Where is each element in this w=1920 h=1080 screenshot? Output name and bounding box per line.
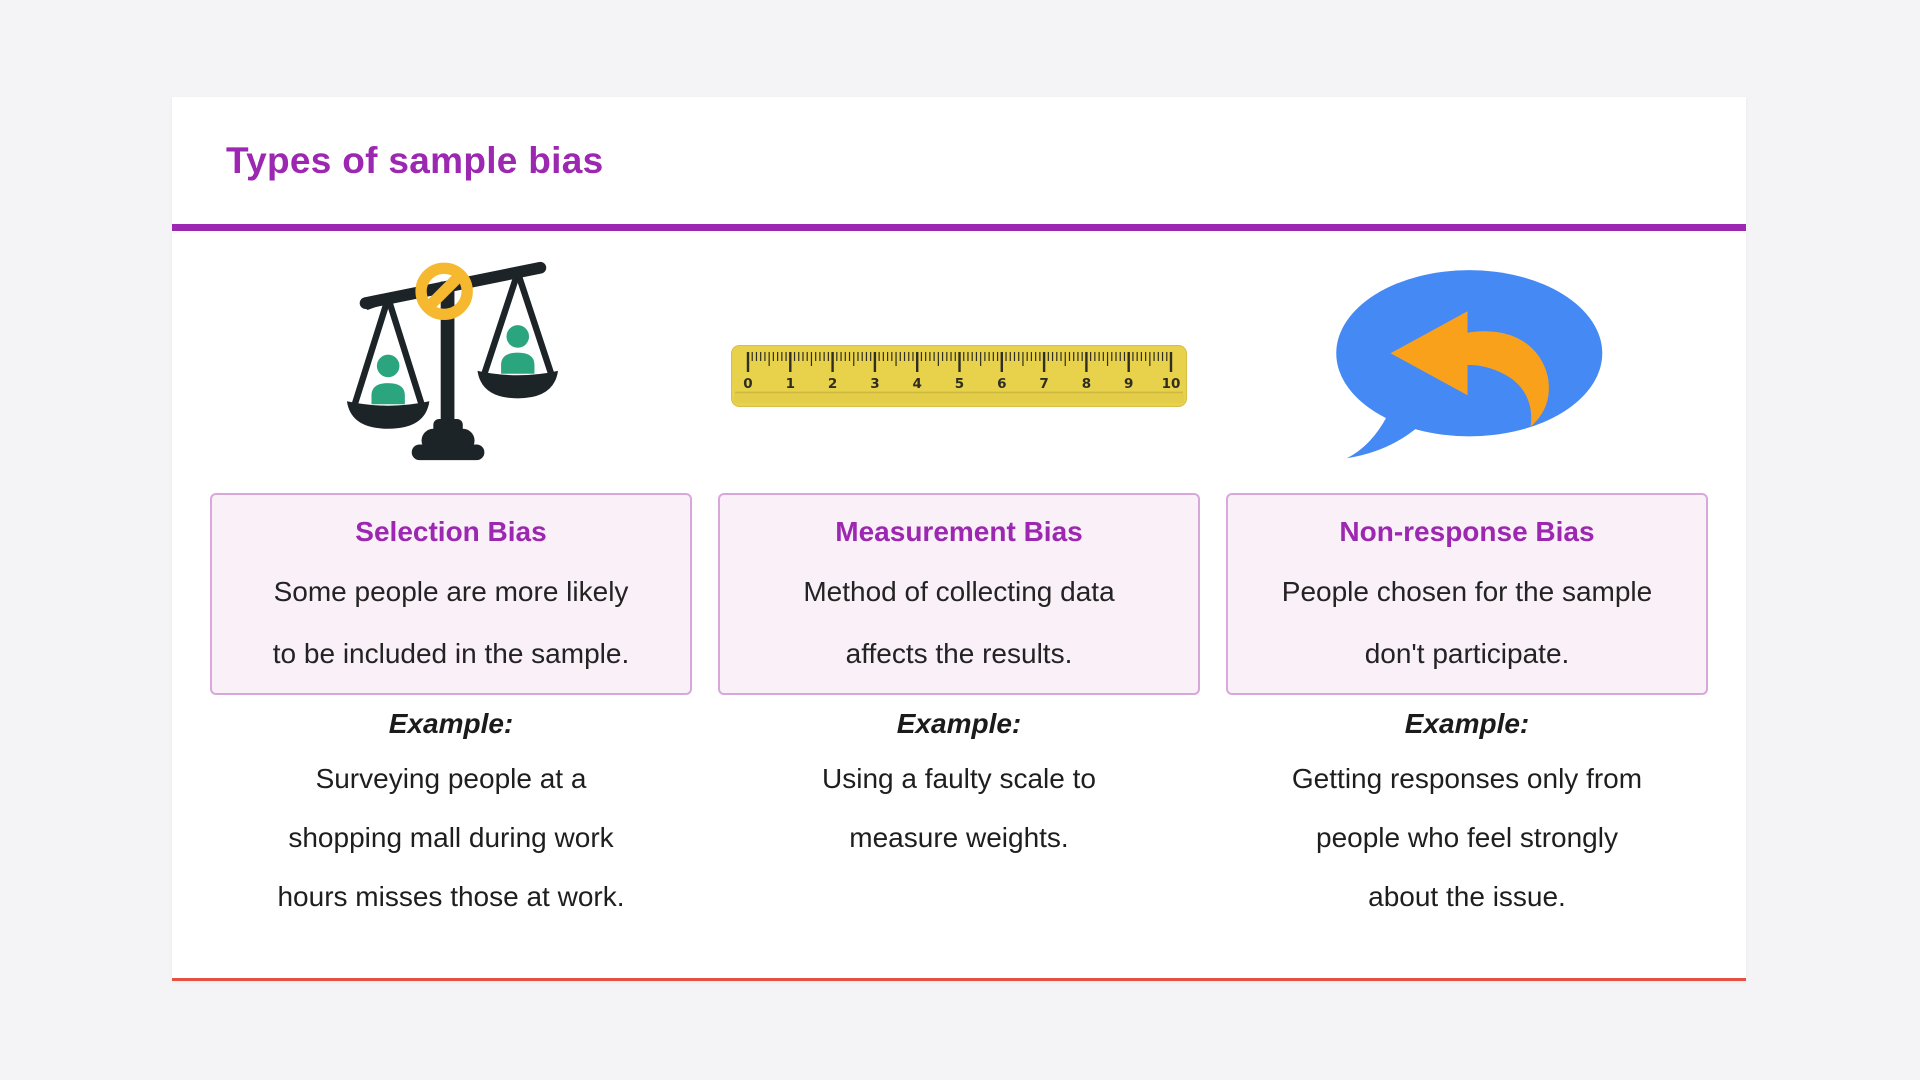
example-label: Example: — [388, 708, 514, 739]
unbalanced-scale-icon — [346, 261, 559, 461]
non-response-bias-example: Example: Getting responses only from peo… — [1226, 699, 1708, 926]
column-measurement-bias: 0 1 2 3 4 5 6 7 8 9 10 Measurement Bias Method of … — [718, 231, 1200, 926]
ban-icon — [415, 262, 473, 321]
svg-text:10: 10 — [1162, 376, 1181, 392]
speech-bubble-reply-icon — [1335, 270, 1602, 459]
box-description-line: affects the results. — [845, 638, 1073, 669]
svg-text:1: 1 — [786, 376, 795, 392]
column-non-response-bias: Non-response Bias People chosen for the … — [1226, 231, 1708, 926]
example-label: Example: — [896, 708, 1022, 739]
svg-text:6: 6 — [997, 376, 1006, 392]
svg-text:3: 3 — [870, 376, 879, 392]
non-response-bias-box: Non-response Bias People chosen for the … — [1226, 493, 1708, 695]
non-response-bias-icon-area — [1226, 231, 1708, 493]
example-line: hours misses those at work. — [277, 881, 625, 912]
reply-arrow-icon — [1390, 311, 1549, 427]
page-title: Types of sample bias — [226, 139, 604, 181]
column-selection-bias: Selection Bias Some people are more like… — [210, 231, 692, 926]
measurement-bias-example: Example: Using a faulty scale to measure… — [718, 699, 1200, 867]
example-line: people who feel strongly — [1316, 822, 1618, 853]
box-description-line: don't participate. — [1364, 638, 1570, 669]
measurement-bias-box: Measurement Bias Method of collecting da… — [718, 493, 1200, 695]
svg-text:5: 5 — [955, 376, 964, 392]
selection-bias-example: Example: Surveying people at a shopping … — [210, 699, 692, 926]
purple-divider — [172, 224, 1746, 231]
ruler-ticks: 0 1 2 3 4 5 6 7 8 9 10 — [743, 352, 1180, 392]
example-line: about the issue. — [1368, 881, 1566, 912]
svg-text:0: 0 — [743, 376, 752, 392]
box-description-line: Some people are more likely — [273, 576, 629, 607]
selection-bias-box: Selection Bias Some people are more like… — [210, 493, 692, 695]
ruler-icon: 0 1 2 3 4 5 6 7 8 9 10 — [731, 345, 1187, 407]
box-description-line: to be included in the sample. — [272, 638, 630, 669]
box-title: Measurement Bias — [835, 516, 1083, 547]
example-line: Surveying people at a — [315, 763, 587, 794]
measurement-bias-icon-area: 0 1 2 3 4 5 6 7 8 9 10 — [718, 231, 1200, 493]
box-description-line: Method of collecting data — [803, 576, 1115, 607]
infographic-card: Types of sample bias — [172, 97, 1746, 981]
box-description-line: People chosen for the sample — [1281, 576, 1653, 607]
svg-text:9: 9 — [1124, 376, 1133, 392]
example-line: shopping mall during work — [288, 822, 614, 853]
svg-text:2: 2 — [828, 376, 837, 392]
example-line: Getting responses only from — [1291, 763, 1643, 794]
svg-text:8: 8 — [1082, 376, 1091, 392]
columns-container: Selection Bias Some people are more like… — [172, 231, 1746, 926]
person-right-icon — [501, 325, 535, 374]
example-line: measure weights. — [849, 822, 1069, 853]
svg-text:7: 7 — [1039, 376, 1048, 392]
person-left-icon — [371, 354, 405, 405]
box-title: Selection Bias — [355, 516, 547, 547]
box-title: Non-response Bias — [1339, 516, 1595, 547]
example-label: Example: — [1404, 708, 1530, 739]
svg-text:4: 4 — [912, 376, 921, 392]
card-header: Types of sample bias — [172, 97, 1746, 224]
selection-bias-icon-area — [210, 231, 692, 493]
example-line: Using a faulty scale to — [822, 763, 1096, 794]
